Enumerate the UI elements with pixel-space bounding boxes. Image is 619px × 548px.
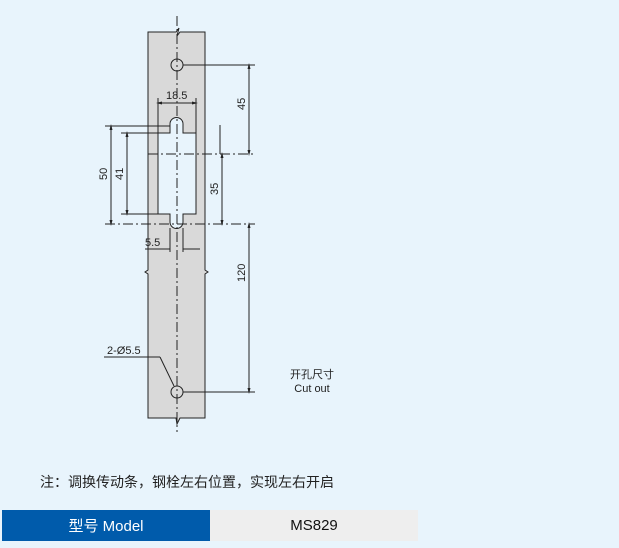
note-text: 注：调换传动条，钢栓左右位置，实现左右开启 bbox=[40, 474, 334, 490]
dim-50: 50 bbox=[98, 168, 110, 180]
dim-45: 45 bbox=[236, 98, 248, 110]
cutout-label-en: Cut out bbox=[294, 383, 330, 395]
dim-120: 120 bbox=[236, 264, 248, 282]
dim-41: 41 bbox=[114, 168, 126, 180]
spec-table-value: MS829 bbox=[210, 510, 418, 541]
spec-table-header: 型号 Model bbox=[2, 510, 210, 541]
dim-5-5: 5.5 bbox=[145, 237, 160, 249]
dim-35: 35 bbox=[209, 183, 221, 195]
cutout-label: 开孔尺寸 Cut out bbox=[290, 368, 334, 396]
hole-callout-leader bbox=[104, 356, 175, 387]
dim-18-5: 18.5 bbox=[166, 90, 187, 102]
dimension-lines bbox=[109, 63, 251, 394]
cutout-label-cn: 开孔尺寸 bbox=[290, 369, 334, 381]
hole-callout: 2-Ø5.5 bbox=[107, 345, 141, 357]
